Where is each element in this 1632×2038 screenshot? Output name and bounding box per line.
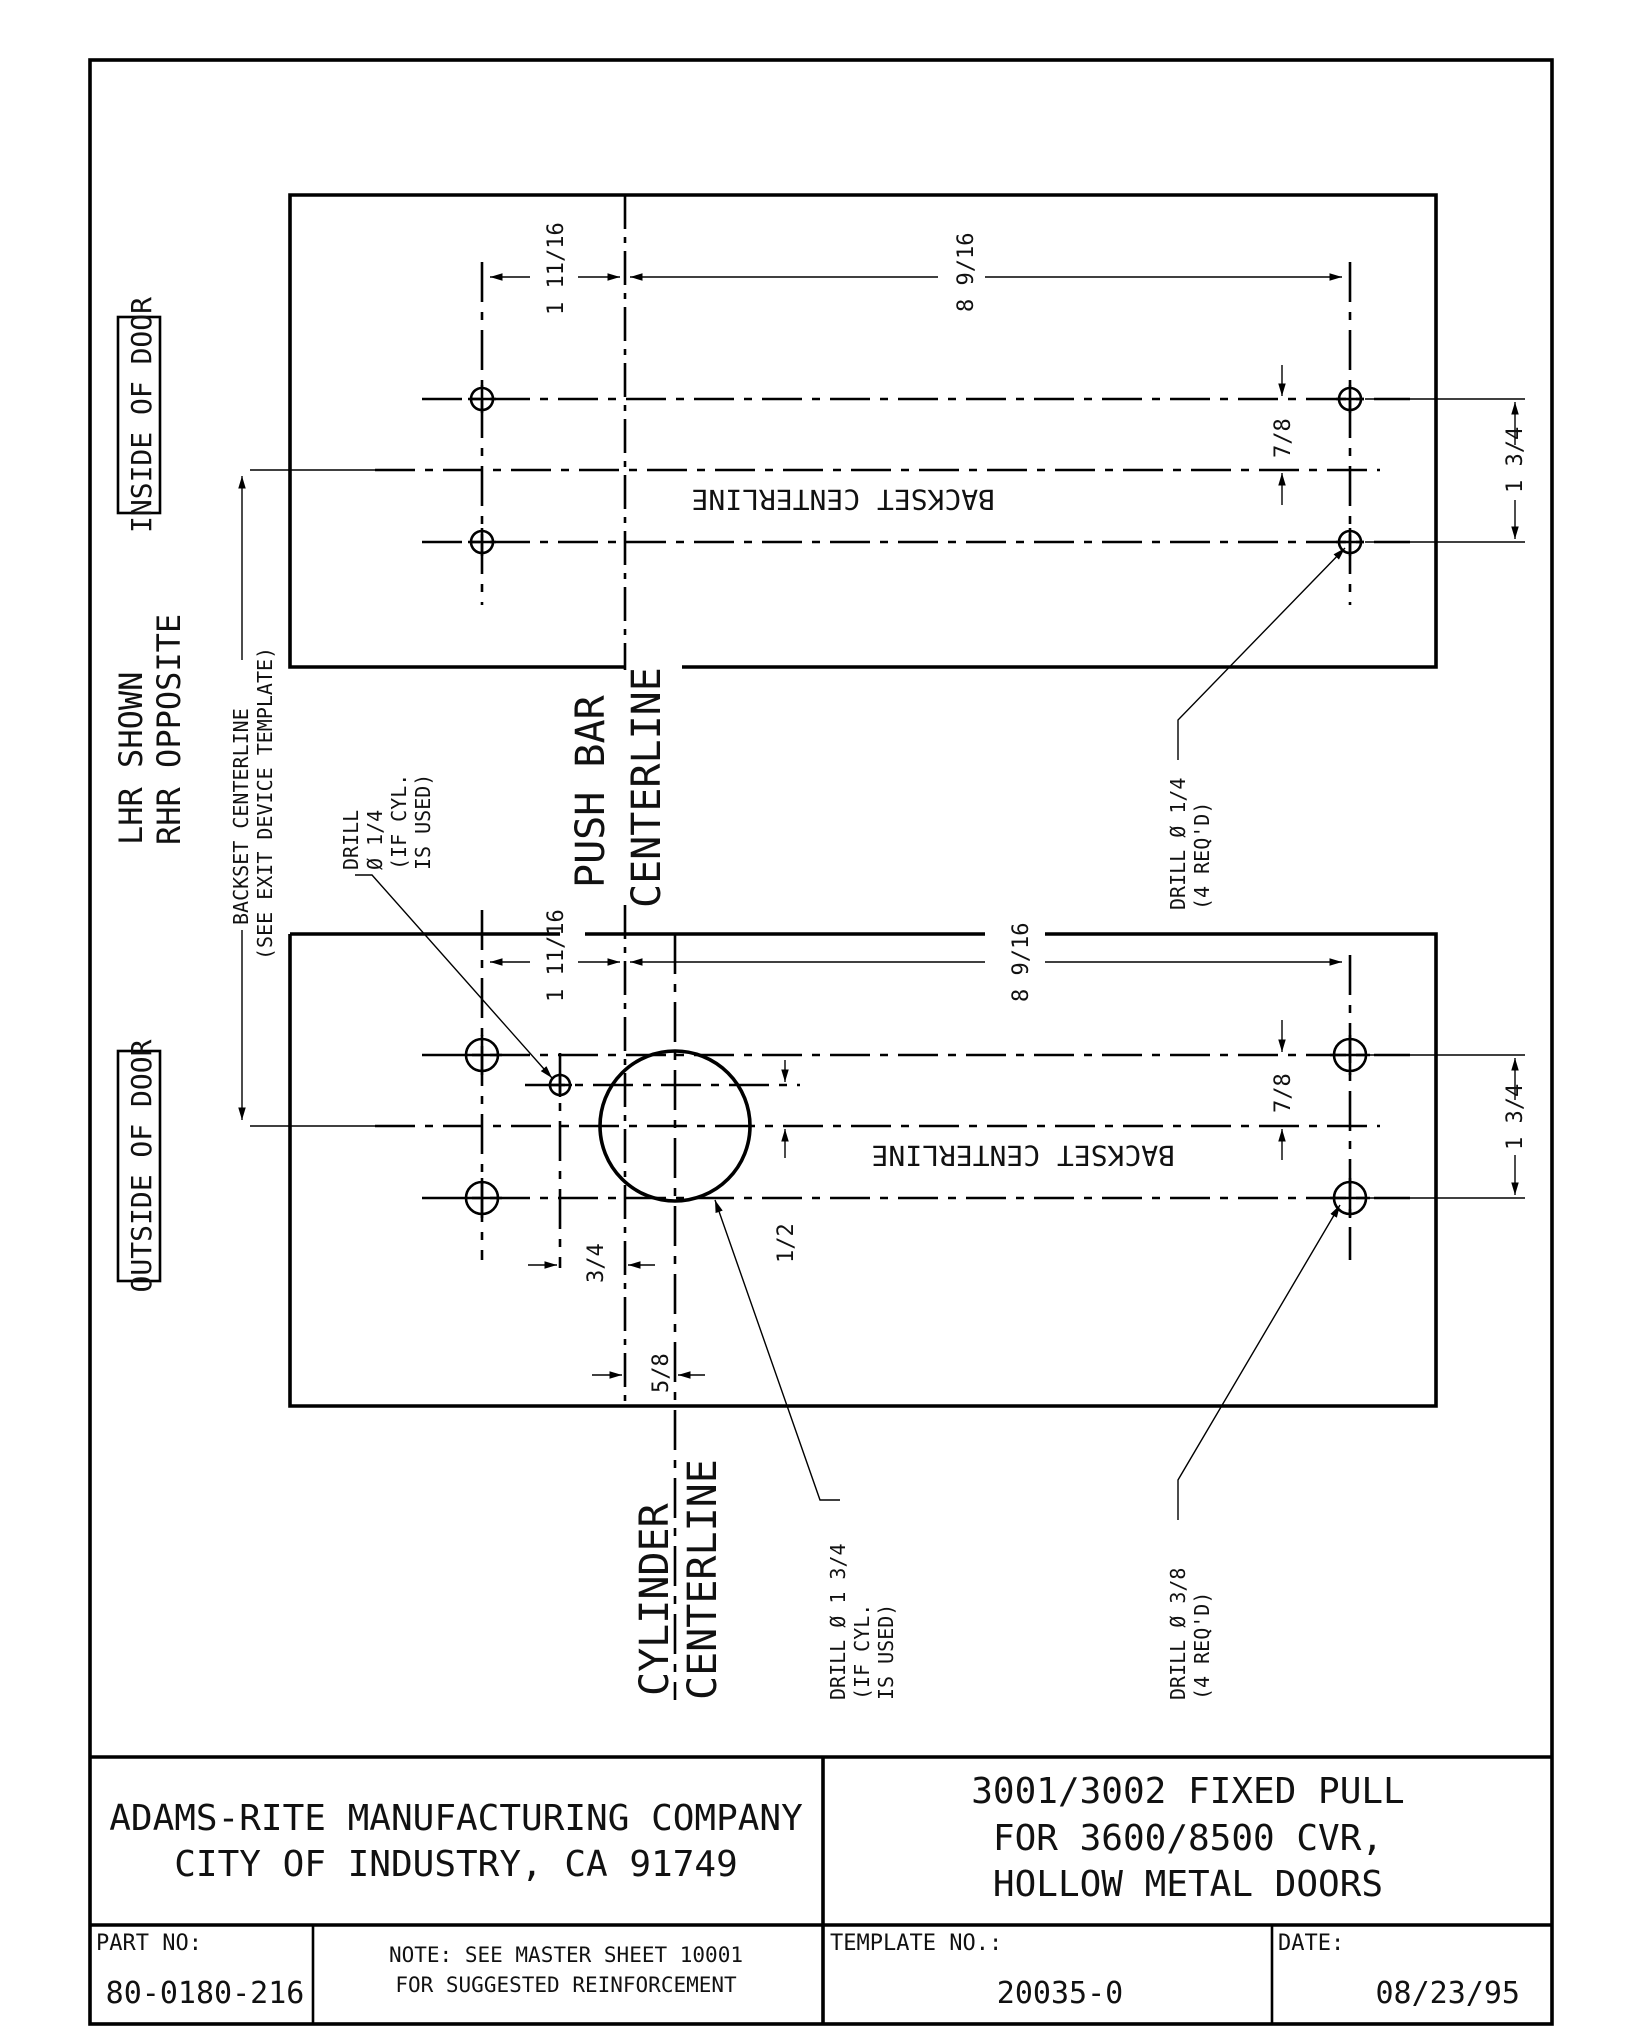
part-no-label: PART NO:: [96, 1931, 202, 1956]
lhr-shown-text: LHR SHOWN: [112, 672, 150, 845]
svg-text:DRILL Ø 3/8: DRILL Ø 3/8: [1166, 1568, 1190, 1700]
date-value: 08/23/95: [1376, 1976, 1521, 2011]
company-location: CITY OF INDUSTRY, CA 91749: [174, 1844, 738, 1885]
inside-of-door-label: INSIDE OF DOOR: [116, 297, 162, 533]
svg-text:IS USED): IS USED): [874, 1604, 898, 1700]
svg-text:DRILL: DRILL: [339, 810, 363, 870]
dim-1-11-16-top: 1 11/16: [544, 222, 569, 315]
note-drill-1-3-4: DRILL Ø 1 3/4 (IF CYL. IS USED): [826, 1543, 898, 1700]
note-drill-quarter-cyl: DRILL Ø 1/4 (IF CYL. IS USED): [339, 774, 435, 870]
svg-text:INSIDE OF DOOR: INSIDE OF DOOR: [125, 297, 158, 533]
title-line-3: HOLLOW METAL DOORS: [993, 1864, 1383, 1905]
cylinder-centerline-label: CENTERLINE: [680, 1459, 726, 1700]
title-line-1: 3001/3002 FIXED PULL: [971, 1771, 1404, 1812]
push-bar-label: PUSH BAR: [568, 694, 614, 888]
dim-1-11-16-bottom: 1 11/16: [544, 909, 569, 1002]
svg-text:(IF CYL.: (IF CYL.: [387, 774, 411, 870]
svg-text:(IF CYL.: (IF CYL.: [850, 1604, 874, 1700]
svg-text:IS USED): IS USED): [411, 774, 435, 870]
svg-text:(4 REQ'D): (4 REQ'D): [1190, 1592, 1214, 1700]
backset-note-line1: BACKSET CENTERLINE: [229, 708, 253, 925]
part-no-value: 80-0180-216: [106, 1976, 305, 2011]
template-no-value: 20035-0: [997, 1976, 1123, 2011]
drawing-border: [88, 58, 1554, 2026]
title-line-2: FOR 3600/8500 CVR,: [993, 1818, 1383, 1859]
backset-centerline-label-top: BACKSET CENTERLINE: [692, 483, 995, 516]
outside-of-door-label: OUTSIDE OF DOOR: [116, 1039, 162, 1292]
dim-7-8-top: 7/8: [1271, 418, 1296, 458]
note-line-2: FOR SUGGESTED REINFORCEMENT: [395, 1973, 737, 1997]
note-drill-3-8: DRILL Ø 3/8 (4 REQ'D): [1166, 1568, 1214, 1700]
svg-text:DRILL Ø 1 3/4: DRILL Ø 1 3/4: [826, 1543, 850, 1700]
dim-3-4: 3/4: [584, 1243, 609, 1283]
inside-template: [288, 193, 1525, 760]
dim-8-9-16-bottom: 8 9/16: [1009, 923, 1034, 1002]
backset-centerline-label-bottom: BACKSET CENTERLINE: [872, 1139, 1175, 1172]
dim-1-3-4-bottom: 1 3/4: [1503, 1084, 1528, 1150]
outside-template: [288, 874, 1525, 1700]
dim-1-3-4-top: 1 3/4: [1503, 427, 1528, 493]
template-no-label: TEMPLATE NO.:: [830, 1931, 1002, 1956]
svg-text:DRILL Ø 1/4: DRILL Ø 1/4: [1166, 778, 1190, 910]
dim-1-2: 1/2: [774, 1223, 799, 1263]
title-block: ADAMS-RITE MANUFACTURING COMPANY CITY OF…: [90, 1755, 1552, 2024]
dim-8-9-16-top: 8 9/16: [954, 233, 979, 312]
svg-text:OUTSIDE OF DOOR: OUTSIDE OF DOOR: [125, 1039, 158, 1292]
note-drill-quarter-4: DRILL Ø 1/4 (4 REQ'D): [1166, 778, 1214, 910]
svg-text:Ø 1/4: Ø 1/4: [363, 810, 387, 870]
push-bar-centerline-label: CENTERLINE: [624, 667, 670, 908]
company-name: ADAMS-RITE MANUFACTURING COMPANY: [109, 1798, 803, 1839]
cylinder-label: CYLINDER: [632, 1502, 678, 1696]
dim-7-8-bottom: 7/8: [1271, 1073, 1296, 1113]
rhr-opposite-text: RHR OPPOSITE: [150, 614, 188, 845]
backset-reference: [238, 469, 385, 1127]
date-label: DATE:: [1278, 1931, 1344, 1956]
svg-text:(4 REQ'D): (4 REQ'D): [1190, 802, 1214, 910]
dim-5-8: 5/8: [649, 1353, 674, 1393]
note-line-1: NOTE: SEE MASTER SHEET 10001: [389, 1943, 743, 1967]
backset-note-line2: (SEE EXIT DEVICE TEMPLATE): [253, 647, 277, 960]
